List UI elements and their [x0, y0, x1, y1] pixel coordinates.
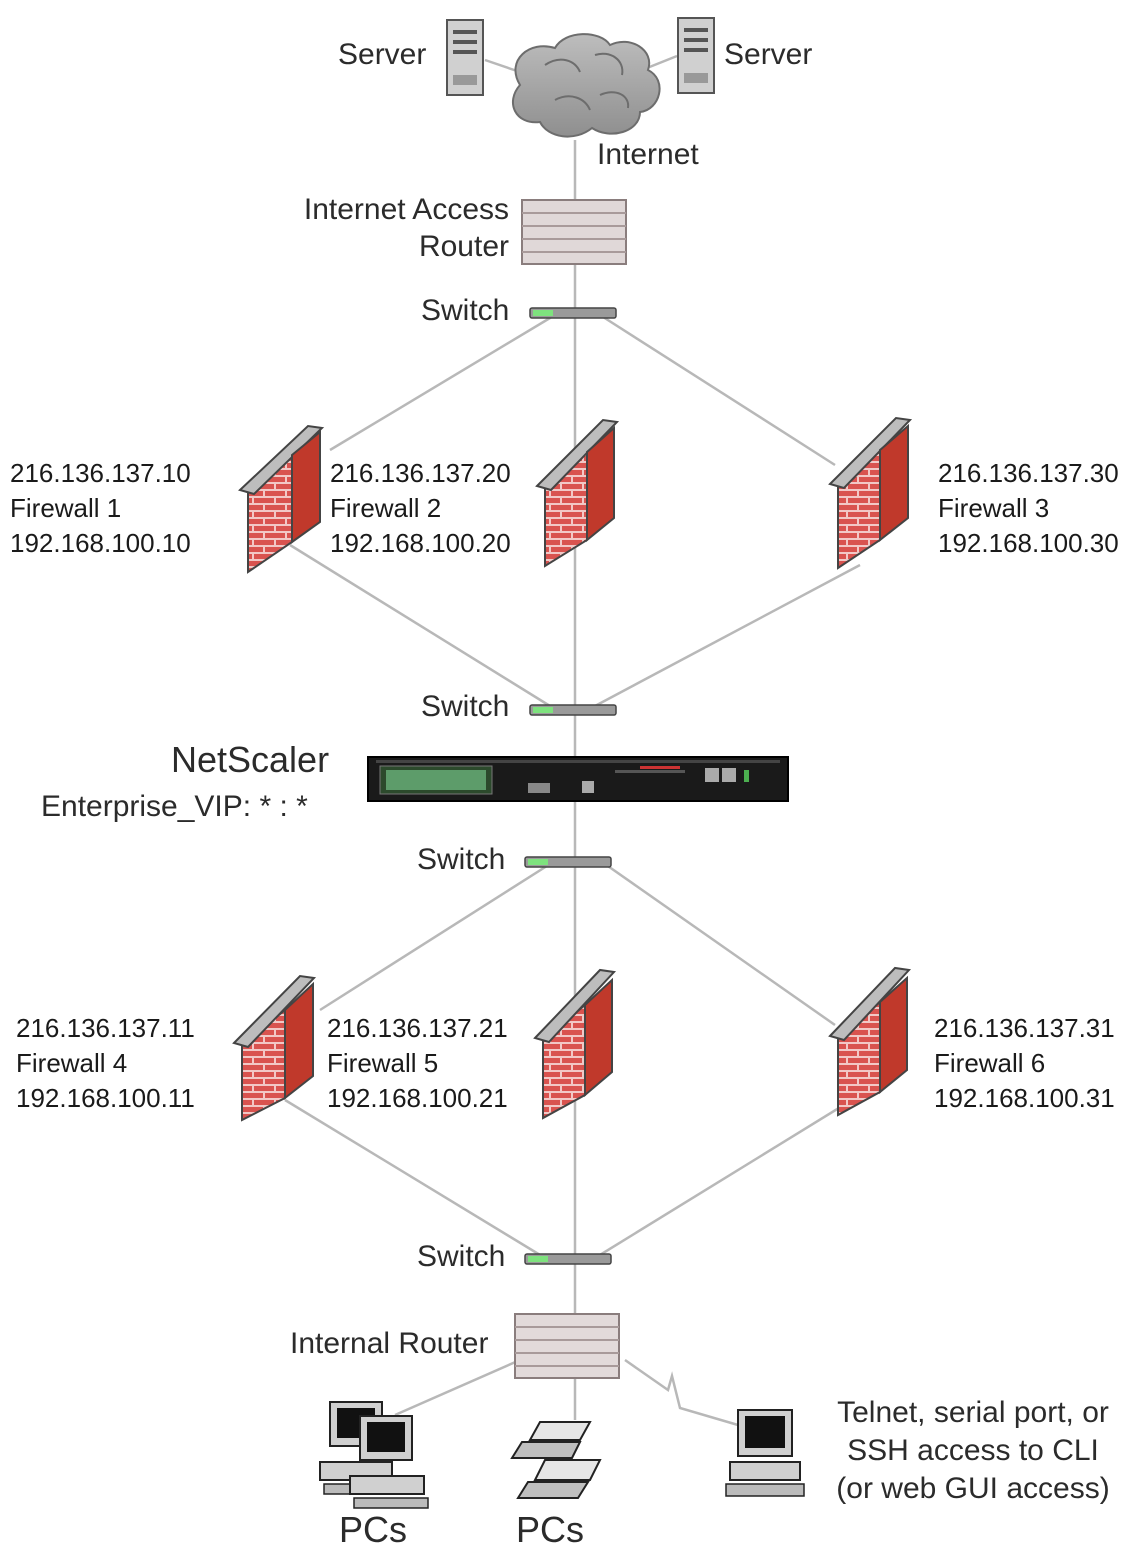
firewall-3-name: Firewall 3 — [938, 493, 1050, 523]
firewall-6-public-ip: 216.136.137.31 — [934, 1013, 1115, 1043]
firewall-6-name: Firewall 6 — [934, 1048, 1046, 1078]
firewall-4-icon — [232, 974, 317, 1122]
firewall-4-name: Firewall 4 — [16, 1048, 128, 1078]
server-right-icon — [677, 17, 715, 94]
pcs-middle-label: PCs — [516, 1509, 585, 1549]
management-pc-icon — [725, 1409, 805, 1497]
pcs-left-label: PCs — [339, 1509, 408, 1549]
switch-3-icon — [524, 856, 612, 868]
switch-1-label: Switch — [421, 294, 510, 327]
pcs-laptop-icon — [510, 1421, 602, 1499]
netscaler-vip-label: Enterprise_VIP: * : * — [41, 790, 308, 823]
internet-access-router-icon — [521, 199, 627, 265]
firewall-1-private-ip: 192.168.100.10 — [10, 528, 191, 558]
firewall-5-private-ip: 192.168.100.21 — [327, 1083, 508, 1113]
firewall-2-icon — [535, 418, 620, 568]
firewall-4-private-ip: 192.168.100.11 — [16, 1083, 195, 1113]
switch-4-icon — [524, 1253, 612, 1265]
cli-access-line1: Telnet, serial port, or — [837, 1396, 1109, 1429]
firewall-2-public-ip: 216.136.137.20 — [330, 458, 511, 488]
firewall-3-icon — [828, 416, 913, 570]
netscaler-title: NetScaler — [171, 739, 330, 780]
cli-access-line3: (or web GUI access) — [836, 1472, 1110, 1505]
netscaler-appliance-icon — [367, 756, 789, 802]
firewall-6-private-ip: 192.168.100.31 — [934, 1083, 1115, 1113]
firewall-4-public-ip: 216.136.137.11 — [16, 1013, 195, 1043]
firewall-5-public-ip: 216.136.137.21 — [327, 1013, 508, 1043]
internal-router-icon — [514, 1313, 620, 1379]
firewall-1-icon — [238, 424, 325, 574]
firewall-3-label: 216.136.137.30 Firewall 3 192.168.100.30 — [938, 456, 1119, 561]
internet-label: Internet — [597, 138, 699, 171]
firewall-1-label: 216.136.137.10 Firewall 1 192.168.100.10 — [10, 456, 191, 561]
switch-2-icon — [529, 704, 617, 716]
firewall-2-private-ip: 192.168.100.20 — [330, 528, 511, 558]
firewall-3-public-ip: 216.136.137.30 — [938, 458, 1119, 488]
firewall-5-name: Firewall 5 — [327, 1048, 439, 1078]
firewall-3-private-ip: 192.168.100.30 — [938, 528, 1119, 558]
server-left-icon — [446, 19, 484, 96]
firewall-6-label: 216.136.137.31 Firewall 6 192.168.100.31 — [934, 1011, 1115, 1116]
cli-access-line2: SSH access to CLI — [847, 1434, 1099, 1467]
firewall-4-label: 216.136.137.11 Firewall 4 192.168.100.11 — [16, 1011, 195, 1116]
firewall-2-label: 216.136.137.20 Firewall 2 192.168.100.20 — [330, 456, 511, 561]
cli-access-label: Telnet, serial port, or SSH access to CL… — [814, 1394, 1132, 1508]
internet-access-router-label-line2: Router — [418, 230, 509, 263]
switch-2-label: Switch — [421, 690, 510, 723]
server-right-label: Server — [724, 38, 813, 71]
firewall-2-name: Firewall 2 — [330, 493, 442, 523]
firewall-1-public-ip: 216.136.137.10 — [10, 458, 191, 488]
firewall-5-icon — [533, 968, 617, 1120]
switch-3-label: Switch — [417, 843, 506, 876]
switch-4-label: Switch — [417, 1240, 506, 1273]
switch-1-icon — [529, 307, 617, 319]
firewall-1-name: Firewall 1 — [10, 493, 122, 523]
firewall-5-label: 216.136.137.21 Firewall 5 192.168.100.21 — [327, 1011, 508, 1116]
pcs-desktop-icon — [319, 1401, 429, 1509]
firewall-6-icon — [828, 966, 912, 1117]
server-left-label: Server — [338, 38, 427, 71]
internet-access-router-label-line1: Internet Access — [303, 193, 509, 226]
internet-cloud-icon — [511, 33, 661, 138]
internal-router-label: Internal Router — [290, 1327, 489, 1360]
